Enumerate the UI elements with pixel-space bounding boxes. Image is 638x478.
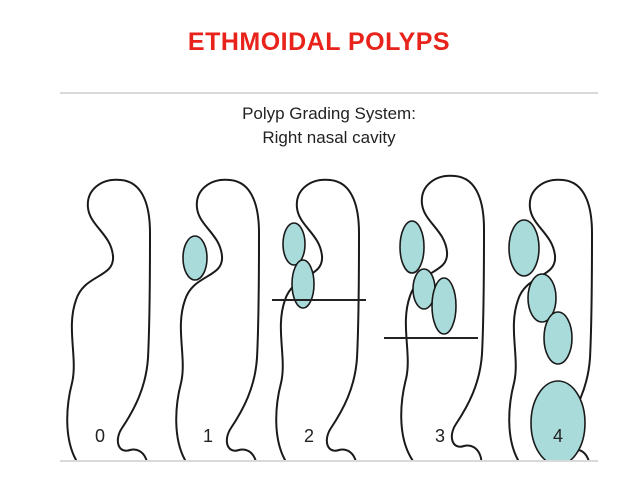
grade-label-4: 4 (552, 426, 563, 446)
polyp (527, 273, 557, 323)
grade-0-cavity (66, 178, 151, 460)
polyp-grading-figure: Polyp Grading System: Right nasal cavity… (60, 92, 598, 462)
polyp (543, 311, 573, 365)
grade-label-2: 2 (303, 426, 314, 446)
grade-label-3: 3 (434, 426, 445, 446)
grade-label-0: 0 (94, 426, 105, 446)
polyp (508, 219, 540, 277)
grade-2-cavity (275, 178, 360, 460)
slide-title: ETHMOIDAL POLYPS (187, 28, 451, 56)
figure-subtitle: Right nasal cavity (262, 128, 396, 147)
polyp (431, 277, 457, 335)
grade-4-cavity (508, 178, 593, 460)
figure-title: Polyp Grading System: (242, 104, 416, 123)
grade-1-cavity (175, 178, 260, 460)
polyp (399, 220, 425, 274)
grade-label-1: 1 (202, 426, 213, 446)
polyp (182, 235, 208, 281)
nasal-cavity-diagrams (66, 174, 593, 460)
polyp (291, 259, 315, 309)
grade-3-cavity (399, 174, 485, 460)
polyp (530, 380, 586, 460)
polyp (282, 222, 306, 266)
